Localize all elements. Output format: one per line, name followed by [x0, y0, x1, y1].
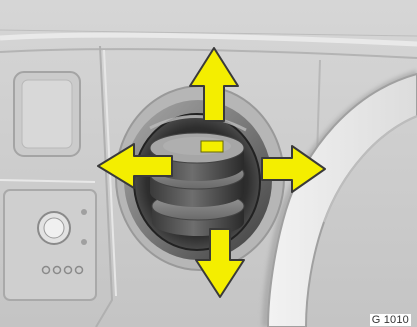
figure-reference-code: G 1010 [370, 314, 411, 326]
vent-adjust-tab [201, 141, 223, 152]
air-vent [116, 86, 284, 270]
